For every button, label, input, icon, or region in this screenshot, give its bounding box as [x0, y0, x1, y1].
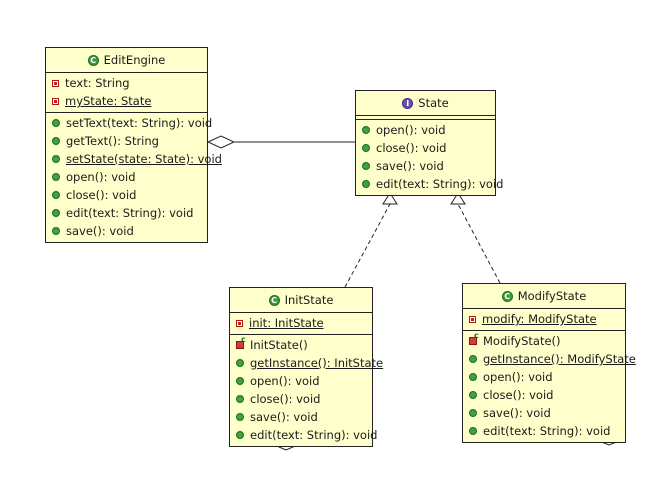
method-row: getText(): String	[46, 132, 207, 150]
method-row: open(): void	[356, 121, 495, 139]
fields-section: init: InitState	[230, 313, 372, 335]
method-row: close(): void	[46, 186, 207, 204]
field-row: modify: ModifyState	[463, 310, 625, 328]
field-row: myState: State	[46, 92, 207, 110]
private-field-icon	[469, 315, 476, 323]
class-name: State	[418, 96, 449, 110]
method-row: edit(text: String): void	[356, 175, 503, 193]
interface-box-state[interactable]: I State open(): void close(): void save(…	[355, 90, 503, 196]
public-method-icon	[52, 191, 60, 199]
method-row: getInstance(): ModifyState	[463, 350, 636, 368]
public-method-icon	[469, 355, 477, 363]
class-box-modifystate[interactable]: C ModifyState modify: ModifyState Modify…	[462, 283, 636, 443]
field-row: init: InitState	[230, 314, 372, 332]
public-method-icon	[362, 180, 370, 188]
method-row: open(): void	[230, 372, 372, 390]
field-row: text: String	[46, 74, 207, 92]
methods-section: open(): void close(): void save(): void …	[356, 120, 503, 195]
realization-arrowhead-modifystate	[450, 192, 466, 205]
private-constructor-icon	[236, 335, 246, 349]
method-row: open(): void	[46, 168, 207, 186]
method-row: save(): void	[46, 222, 207, 240]
public-method-icon	[236, 395, 244, 403]
public-method-icon	[52, 137, 60, 145]
realization-modifystate-state	[457, 203, 501, 284]
methods-section: setText(text: String): void getText(): S…	[46, 113, 222, 242]
method-row: close(): void	[356, 139, 495, 157]
public-method-icon	[362, 126, 370, 134]
realization-arrowhead-initstate	[382, 192, 398, 205]
class-name: InitState	[284, 293, 334, 307]
class-box-initstate[interactable]: C InitState init: InitState InitState() …	[229, 287, 383, 447]
method-row: ModifyState()	[463, 331, 625, 350]
realization-initstate-state	[344, 203, 391, 288]
class-header: C EditEngine	[46, 48, 207, 73]
methods-section: InitState() getInstance(): InitState ope…	[230, 335, 383, 446]
empty-fields-section	[356, 116, 495, 120]
method-row: close(): void	[230, 390, 372, 408]
public-method-icon	[52, 155, 60, 163]
methods-section: ModifyState() getInstance(): ModifyState…	[463, 331, 636, 442]
private-field-icon	[52, 79, 59, 87]
private-field-icon	[52, 97, 59, 105]
public-method-icon	[52, 119, 60, 127]
public-method-icon	[52, 173, 60, 181]
private-constructor-icon	[469, 331, 479, 345]
method-row: save(): void	[230, 408, 372, 426]
method-row: setState(state: State): void	[46, 150, 222, 168]
method-row: setText(text: String): void	[46, 114, 212, 132]
method-row: open(): void	[463, 368, 625, 386]
public-method-icon	[469, 373, 477, 381]
public-method-icon	[469, 391, 477, 399]
fields-section: text: String myState: State	[46, 73, 207, 113]
public-method-icon	[236, 377, 244, 385]
public-method-icon	[469, 427, 477, 435]
class-name: EditEngine	[103, 53, 166, 67]
fields-section: modify: ModifyState	[463, 309, 625, 331]
method-row: getInstance(): InitState	[230, 354, 383, 372]
method-row: save(): void	[356, 157, 495, 175]
interface-icon: I	[402, 97, 414, 109]
method-row: edit(text: String): void	[230, 426, 377, 444]
method-row: InitState()	[230, 335, 372, 354]
class-header: I State	[356, 91, 495, 116]
class-icon: C	[268, 294, 280, 306]
public-method-icon	[469, 409, 477, 417]
method-row: close(): void	[463, 386, 625, 404]
public-method-icon	[362, 144, 370, 152]
public-method-icon	[236, 431, 244, 439]
class-box-editengine[interactable]: C EditEngine text: String myState: State…	[45, 47, 222, 243]
private-field-icon	[236, 319, 243, 327]
public-method-icon	[236, 413, 244, 421]
public-method-icon	[52, 209, 60, 217]
class-icon: C	[87, 54, 99, 66]
public-method-icon	[362, 162, 370, 170]
method-row: save(): void	[463, 404, 625, 422]
class-name: ModifyState	[517, 289, 587, 303]
class-icon: C	[501, 290, 513, 302]
public-method-icon	[52, 227, 60, 235]
method-row: edit(text: String): void	[46, 204, 207, 222]
method-row: edit(text: String): void	[463, 422, 625, 440]
class-header: C InitState	[230, 288, 372, 313]
aggregation-diamond-editengine	[206, 135, 236, 149]
class-header: C ModifyState	[463, 284, 625, 309]
public-method-icon	[236, 359, 244, 367]
